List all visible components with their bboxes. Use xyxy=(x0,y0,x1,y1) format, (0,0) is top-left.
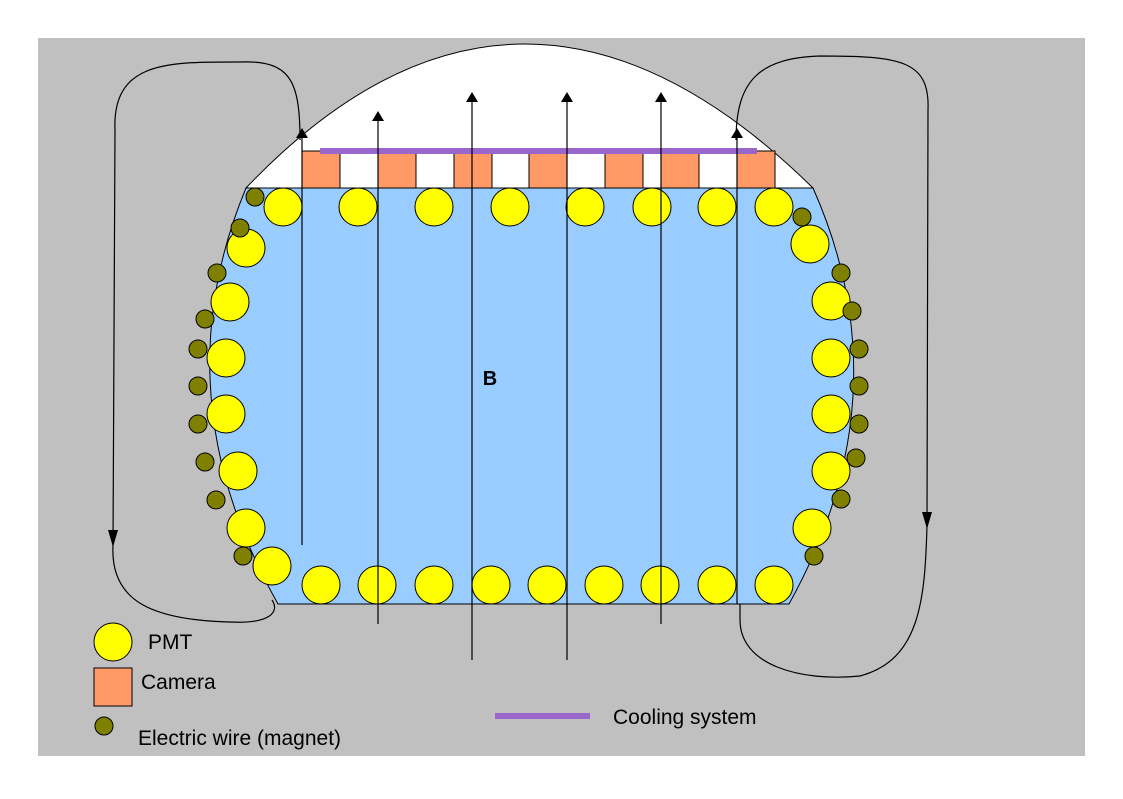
camera xyxy=(301,150,341,189)
camera xyxy=(604,150,644,189)
legend-camera-label: Camera xyxy=(141,671,216,694)
legend: PMT Camera Electric wire (magnet) Coolin… xyxy=(93,622,757,750)
pmt xyxy=(697,565,737,605)
pmt xyxy=(263,187,303,227)
legend-pmt-label: PMT xyxy=(148,631,193,654)
pmt xyxy=(697,187,737,227)
electric-wire xyxy=(195,452,215,472)
pmt xyxy=(218,451,258,491)
pmt xyxy=(811,451,851,491)
electric-wire xyxy=(245,187,265,207)
legend-camera-swatch xyxy=(93,667,133,707)
electric-wire xyxy=(831,489,851,509)
camera xyxy=(377,150,417,189)
camera xyxy=(528,150,568,189)
electric-wire xyxy=(849,339,869,359)
electric-wire xyxy=(831,263,851,283)
pmt xyxy=(471,565,511,605)
electric-wire xyxy=(849,376,869,396)
legend-wire-label: Electric wire (magnet) xyxy=(138,727,341,750)
electric-wire xyxy=(230,218,250,238)
pmt xyxy=(338,187,378,227)
pmt xyxy=(206,338,246,378)
pmt xyxy=(640,565,680,605)
electric-wire xyxy=(804,546,824,566)
electric-wire xyxy=(188,376,208,396)
legend-wire-swatch xyxy=(94,716,114,736)
electric-wire xyxy=(233,546,253,566)
pmt xyxy=(790,224,830,264)
electric-wire-group xyxy=(188,187,869,566)
pmt xyxy=(811,281,851,321)
electric-wire xyxy=(188,339,208,359)
pmt xyxy=(584,565,624,605)
electric-wire xyxy=(842,301,862,321)
tank-water xyxy=(209,187,855,605)
pmt xyxy=(527,565,567,605)
electric-wire xyxy=(207,263,227,283)
electric-wire xyxy=(846,448,866,468)
pmt xyxy=(490,187,530,227)
pmt-group xyxy=(206,187,851,605)
right-loop-arrowhead xyxy=(922,512,932,529)
left-loop-arrowhead xyxy=(108,530,118,547)
pmt xyxy=(811,394,851,434)
electric-wire xyxy=(195,309,215,329)
legend-cooling-label: Cooling system xyxy=(613,706,757,729)
pmt xyxy=(754,565,794,605)
electric-wire xyxy=(206,490,226,510)
electric-wire xyxy=(849,414,869,434)
left-field-loop xyxy=(112,61,301,623)
pmt xyxy=(414,187,454,227)
field-line-group xyxy=(296,92,743,660)
pmt xyxy=(210,282,250,322)
pmt xyxy=(357,565,397,605)
pmt xyxy=(754,187,794,227)
pmt xyxy=(811,338,851,378)
pmt xyxy=(632,187,672,227)
pmt xyxy=(252,546,292,586)
pmt xyxy=(414,565,454,605)
camera xyxy=(453,150,493,189)
camera xyxy=(660,150,700,189)
electric-wire xyxy=(188,414,208,434)
pmt xyxy=(565,187,605,227)
electric-wire xyxy=(792,207,812,227)
pmt xyxy=(792,508,832,548)
pmt xyxy=(301,565,341,605)
legend-pmt-swatch xyxy=(93,622,133,662)
pmt xyxy=(206,394,246,434)
pmt xyxy=(226,508,266,548)
field-label: B xyxy=(483,368,497,390)
camera xyxy=(736,150,776,189)
